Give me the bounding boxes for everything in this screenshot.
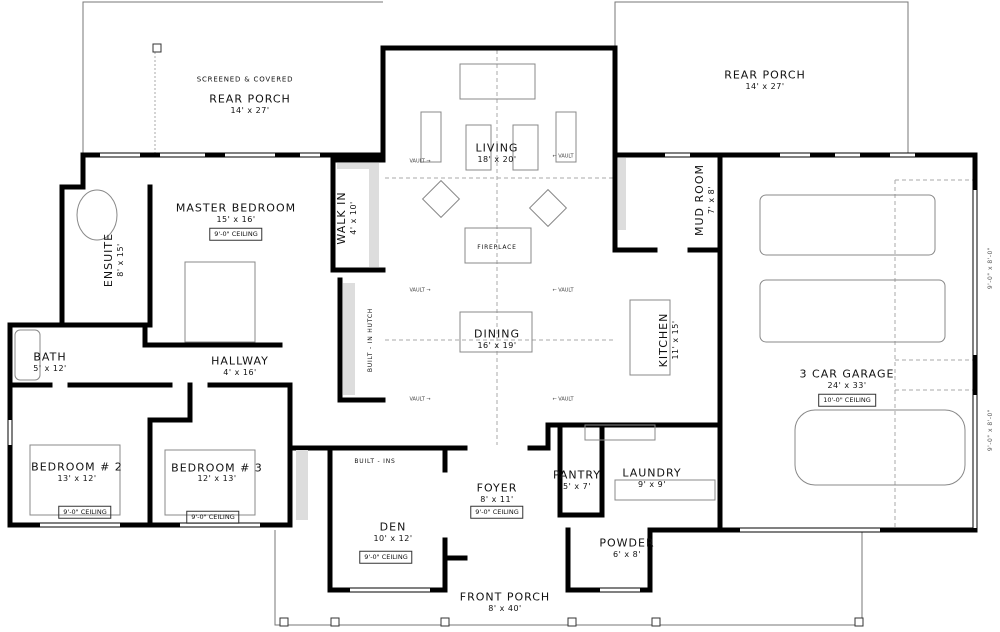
vault-text: VAULT xyxy=(409,396,425,403)
bedroom2-ceiling: 9'-0" CEILING xyxy=(58,505,112,519)
kitchen-island xyxy=(629,299,671,376)
bedroom3-dims: 12' x 13' xyxy=(197,474,237,483)
foyer-ceiling: 9'-0" CEILING xyxy=(470,505,524,519)
vault-label: VAULT → xyxy=(409,396,431,403)
screened-porch-dims: 14' x 27' xyxy=(230,106,270,115)
laundry-dims: 9' x 9' xyxy=(638,480,666,489)
dining-dims: 16' x 19' xyxy=(477,341,517,350)
powder-dims: 6' x 8' xyxy=(613,550,641,559)
living-dims: 18' x 20' xyxy=(477,155,517,164)
tub xyxy=(76,189,118,241)
mud-room-name: MUD ROOM xyxy=(693,164,707,236)
den-ceiling: 9'-0" CEILING xyxy=(359,550,413,564)
porch-posts xyxy=(152,43,864,627)
sofa xyxy=(459,63,536,100)
vault-label: ← VAULT xyxy=(552,287,574,294)
suv xyxy=(794,409,966,486)
ensuite-label: ENSUITE 8' x 15' xyxy=(102,232,125,288)
ensuite-name: ENSUITE xyxy=(102,232,116,288)
hutch-label: BUILT - IN HUTCH xyxy=(367,307,374,373)
front-porch-dims: 8' x 40' xyxy=(488,604,522,613)
vault-label: ← VAULT xyxy=(552,396,574,403)
bath-name: BATH xyxy=(33,350,67,364)
foyer-name: FOYER xyxy=(476,481,518,495)
garage-door-1-label: 9'-0" x 8'-0" xyxy=(987,246,994,290)
dining-name: DINING xyxy=(474,327,520,341)
vault-text: VAULT xyxy=(558,396,574,403)
bedroom3-name: BEDROOM # 3 xyxy=(171,461,263,475)
master-bedroom-name: MASTER BEDROOM xyxy=(175,201,297,215)
builtins-label: BUILT - INS xyxy=(354,458,396,465)
bedroom2-dims: 13' x 12' xyxy=(57,474,97,483)
pantry-dims: 5' x 7' xyxy=(563,482,591,491)
mud-room-label: MUD ROOM 7' x 8' xyxy=(693,164,716,236)
dining-table xyxy=(459,311,533,353)
screened-porch-name: REAR PORCH xyxy=(209,92,291,106)
front-porch-name: FRONT PORCH xyxy=(459,590,551,604)
laundry-name: LAUNDRY xyxy=(622,466,682,480)
screened-porch-outline xyxy=(82,1,383,155)
powder-name: POWDER xyxy=(599,536,655,550)
fireplace-label: FIREPLACE xyxy=(477,244,517,251)
kitchen-label: KITCHEN 11' x 15' xyxy=(657,312,680,368)
closets xyxy=(296,158,626,520)
laundry-counter xyxy=(614,479,716,501)
mud-room-dims: 7' x 8' xyxy=(706,186,716,214)
walk-in-name: WALK IN xyxy=(335,191,349,245)
truck-2 xyxy=(759,279,946,343)
rear-porch-name: REAR PORCH xyxy=(724,68,806,82)
furniture xyxy=(14,63,966,516)
vault-label: ← VAULT xyxy=(552,153,574,160)
living-name: LIVING xyxy=(475,141,519,155)
vault-text: VAULT xyxy=(409,287,425,294)
rear-porch-outline xyxy=(614,1,909,155)
chair-right xyxy=(555,111,577,163)
bathtub xyxy=(14,329,41,381)
fireplace-box xyxy=(464,227,532,264)
den-name: DEN xyxy=(379,520,407,534)
kitchen-name: KITCHEN xyxy=(657,312,671,368)
vault-label: VAULT → xyxy=(409,287,431,294)
vault-text: VAULT xyxy=(558,287,574,294)
den-dims: 10' x 12' xyxy=(373,534,413,543)
master-bed xyxy=(184,261,256,343)
hallway-name: HALLWAY xyxy=(211,354,269,368)
walk-in-label: WALK IN 4' x 10' xyxy=(335,191,358,245)
windows xyxy=(8,153,977,592)
bed-3 xyxy=(164,449,256,516)
garage-name: 3 CAR GARAGE xyxy=(799,367,895,381)
foyer-dims: 8' x 11' xyxy=(480,495,514,504)
pantry-name: PANTRY xyxy=(552,468,602,482)
garage-ceiling: 10'-0" CEILING xyxy=(818,393,876,407)
walk-in-dims: 4' x 10' xyxy=(348,201,358,235)
kitchen-counter xyxy=(584,424,656,441)
bath-dims: 5' x 12' xyxy=(33,364,67,373)
ensuite-dims: 8' x 15' xyxy=(115,243,125,277)
screened-porch-note: SCREENED & COVERED xyxy=(196,75,294,84)
vault-text: VAULT xyxy=(409,158,425,165)
truck-1 xyxy=(759,194,936,256)
bedroom2-name: BEDROOM # 2 xyxy=(31,460,123,474)
vault-label: VAULT → xyxy=(409,158,431,165)
bedroom3-ceiling: 9'-0" CEILING xyxy=(186,510,240,524)
kitchen-dims: 11' x 15' xyxy=(670,320,680,360)
garage-door-2-label: 9'-0" x 8'-0" xyxy=(987,408,994,452)
garage-dims: 24' x 33' xyxy=(827,381,867,390)
master-bedroom-ceiling: 9'-0" CEILING xyxy=(209,227,263,241)
master-bedroom-dims: 15' x 16' xyxy=(216,215,256,224)
chair-left xyxy=(420,111,442,163)
rear-porch-dims: 14' x 27' xyxy=(745,82,785,91)
ceiling-beam-lines xyxy=(385,50,975,530)
hallway-dims: 4' x 16' xyxy=(223,368,257,377)
vault-text: VAULT xyxy=(558,153,574,160)
bed-2 xyxy=(29,444,121,516)
